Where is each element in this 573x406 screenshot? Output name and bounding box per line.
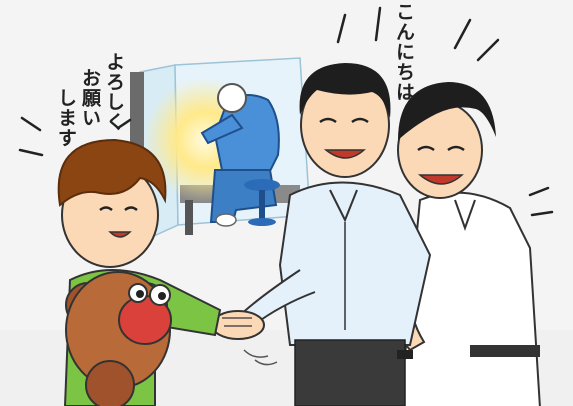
request-speech-line1: よろしく [103, 52, 125, 132]
welder-worker [200, 83, 280, 227]
request-speech-line2: お願い [79, 68, 101, 128]
mascot-toy [65, 271, 172, 406]
man-blue-shirt [233, 63, 432, 406]
emphasis-strokes [18, 6, 554, 217]
request-speech-line3: します [55, 88, 77, 148]
greeting-speech: こんにちは [393, 2, 415, 102]
